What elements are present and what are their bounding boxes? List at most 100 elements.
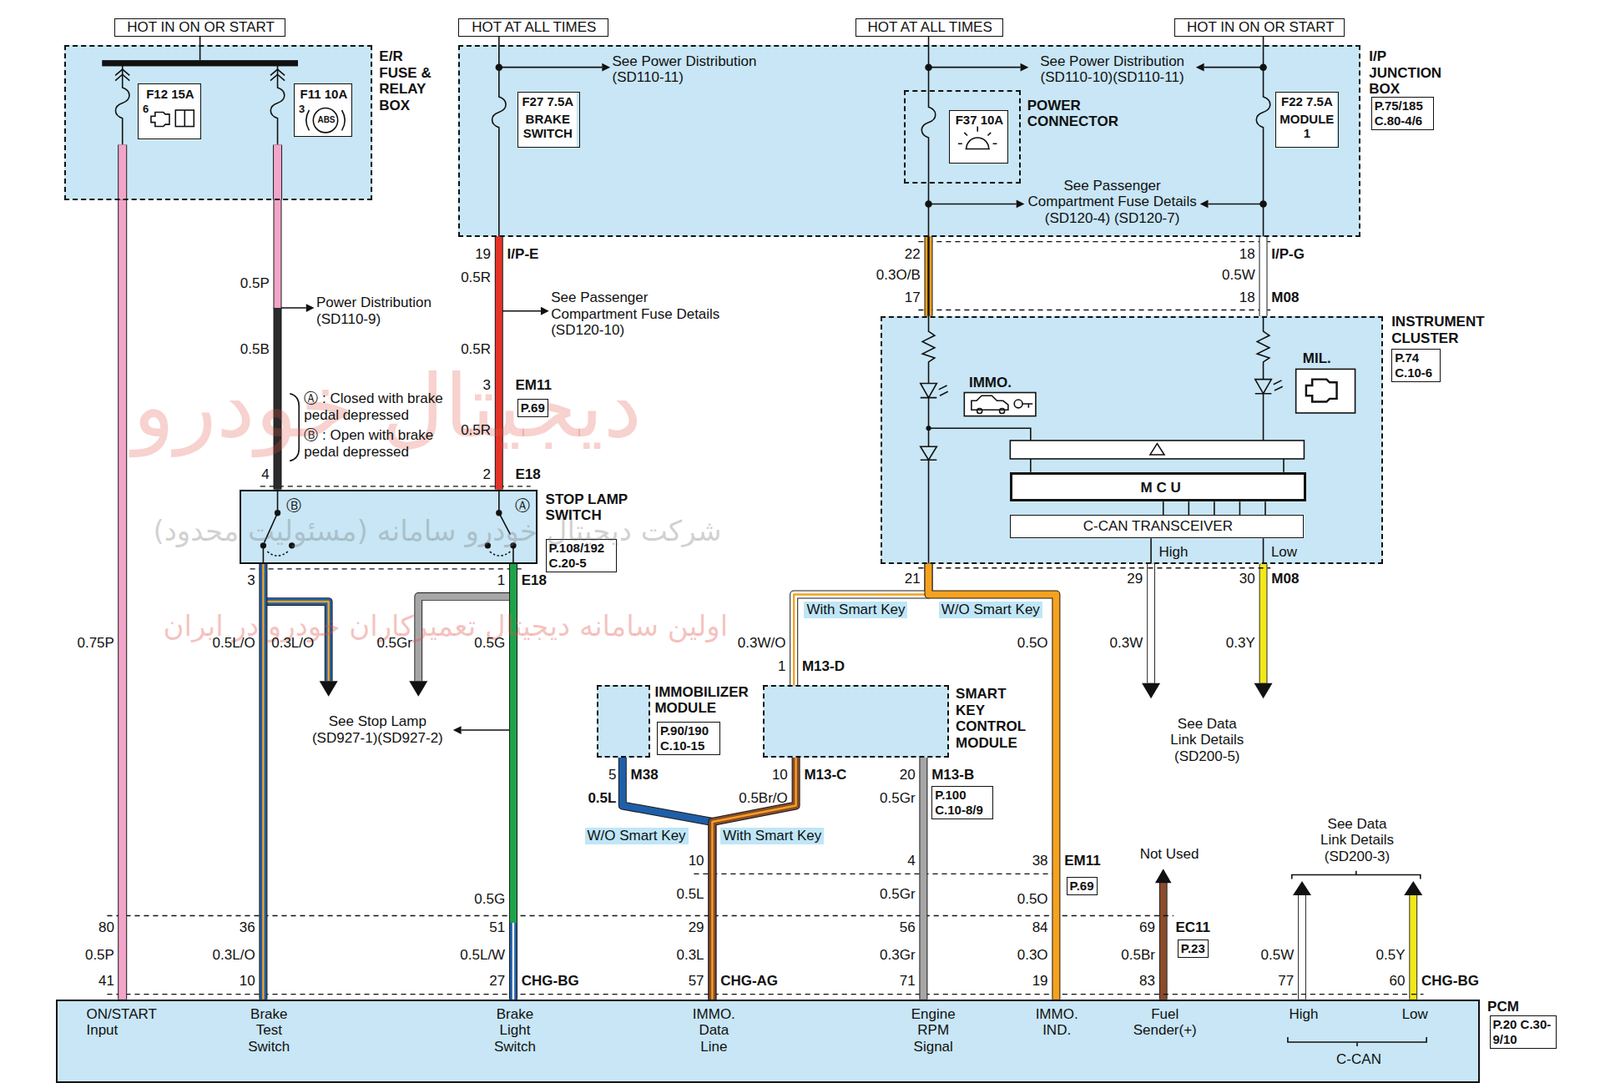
branch-wire <box>418 596 514 682</box>
wire <box>118 200 127 1000</box>
fuse-relay-box: E/R FUSE & RELAY BOXF12 15A6F11 10A3ABS <box>64 45 373 201</box>
panel-fill <box>114 18 286 37</box>
wire-label: See Power Distribution (SD110-10)(SD110-… <box>1030 53 1195 86</box>
panel-fill <box>1009 472 1307 502</box>
wire-label: 4 <box>261 466 269 484</box>
wire-label: 0.3L/O <box>271 635 314 652</box>
wire <box>793 564 929 687</box>
internal-circuit <box>115 69 130 81</box>
wire-label: 3 <box>247 572 255 590</box>
wire-dot <box>1200 200 1209 209</box>
wire-label: 71 <box>899 973 916 990</box>
wire-label: See Data Link Details (SD200-3) <box>1316 816 1399 866</box>
wire-connector <box>121 200 123 1000</box>
internal-circuit <box>270 69 285 81</box>
node-text: INSTRUMENT CLUSTER <box>1391 313 1499 347</box>
wire-label: Ⓑ : Open with brake pedal depressed <box>303 427 457 460</box>
fuse-label: F27 7.5ABRAKE SWITCH <box>517 91 581 148</box>
internal-circuit <box>262 489 278 565</box>
wire-label: 29 <box>688 919 705 937</box>
wire <box>262 564 264 1000</box>
wire-label: Power Distribution (SD110-9) <box>316 294 450 328</box>
connector-id: M13-C <box>803 767 847 784</box>
wire <box>274 307 282 490</box>
internal-circuit <box>1296 368 1356 414</box>
wire-label: 20 <box>899 767 916 784</box>
wire <box>509 564 518 924</box>
panel-fill <box>114 18 1345 539</box>
wire <box>928 183 930 238</box>
wire-connector <box>262 564 264 1000</box>
housing-fill <box>880 316 1383 565</box>
wire-label: 19 <box>1032 973 1049 990</box>
wire-label: 0.5Br <box>1120 947 1156 965</box>
node-text: HOT AT ALL TIMES <box>868 19 993 36</box>
wire-label: 84 <box>1032 919 1049 937</box>
node-text: PCM <box>1487 999 1520 1016</box>
branch-wire <box>262 601 329 682</box>
wire-label: 0.5W <box>1261 947 1295 965</box>
wire-label: 0.5W <box>1221 267 1256 284</box>
housing-fill <box>596 685 651 758</box>
wire-label: 0.5P <box>240 275 270 293</box>
housing-fill <box>55 999 1479 1084</box>
wire-label: See Data Link Details (SD200-5) <box>1165 716 1248 766</box>
internal-circuit <box>921 36 936 184</box>
wire-label: 0.5Br/O <box>738 790 788 808</box>
branch-wire <box>1150 564 1303 1000</box>
smart-key-module: SMART KEY CONTROL MODULE <box>762 685 949 758</box>
page-reference: P.69 <box>1066 877 1098 896</box>
internal-circuit <box>971 395 1009 410</box>
branch-wire <box>262 564 1414 1000</box>
arrowhead <box>1254 683 1273 699</box>
housing-fill <box>458 45 1361 238</box>
wire-label: 0.5O <box>1017 635 1049 652</box>
internal-circuit <box>999 408 1005 414</box>
panel-fill <box>458 18 609 37</box>
node-text: Low <box>1402 1006 1429 1024</box>
wire-label: See Passenger Compartment Fuse Details (… <box>1026 177 1198 228</box>
wire-label: 0.5Gr <box>376 635 413 652</box>
connector-id: M08 <box>1271 570 1299 588</box>
wire-label: 0.3Y <box>1226 635 1256 652</box>
internal-circuit <box>920 383 938 448</box>
wire-label: 77 <box>1277 973 1294 990</box>
wire-label: 0.5G <box>474 891 505 909</box>
panel-fill <box>948 110 1009 164</box>
wire-connector <box>498 237 500 490</box>
wire-label: 21 <box>904 570 921 588</box>
immobilizer-module: IMMOBILIZER MODULEP.90/190 C.10-15 <box>596 685 651 758</box>
wire-label: 0.5Y <box>1376 947 1406 965</box>
node-text: Low <box>1271 544 1298 561</box>
mcu-box: M C U <box>1009 472 1307 502</box>
option-tag: With Smart Key <box>803 601 908 619</box>
internal-circuit <box>499 489 514 565</box>
fuse-label: F22 7.5AMODULE 1 <box>1275 91 1339 148</box>
wire-label: 0.5Gr <box>879 790 916 808</box>
wire-label: 29 <box>1126 570 1143 588</box>
wire-label: See Stop Lamp (SD927-1)(SD927-2) <box>306 713 450 747</box>
wire-connector <box>513 564 515 1000</box>
wire-dot <box>484 542 491 549</box>
panel-fill <box>1009 514 1304 539</box>
panel-fill <box>517 91 577 148</box>
panel-fill <box>855 18 1004 37</box>
housing-fill <box>55 45 1479 1084</box>
wire-dot <box>101 60 298 66</box>
wire-label: 38 <box>1032 852 1049 870</box>
internal-circuit <box>175 110 194 127</box>
node-text: M C U <box>1140 479 1182 497</box>
junction-box: I/P JUNCTION BOXP.75/185 C.80-4/6F27 7.5… <box>458 45 1361 238</box>
connector-id: CHG-AG <box>720 973 778 990</box>
wire <box>273 307 283 490</box>
wire-label: 0.5O <box>1017 891 1049 909</box>
node-text: I/P JUNCTION BOX <box>1368 48 1451 98</box>
option-tag: With Smart Key <box>720 827 824 845</box>
power-header: HOT AT ALL TIMES <box>855 18 1004 37</box>
wire-label: 51 <box>489 919 505 937</box>
internal-circuit <box>1150 538 1263 565</box>
node-text: Ⓐ <box>514 497 530 515</box>
internal-circuit <box>1292 871 1421 880</box>
wire-connector <box>711 757 796 1000</box>
wire <box>117 200 127 1000</box>
